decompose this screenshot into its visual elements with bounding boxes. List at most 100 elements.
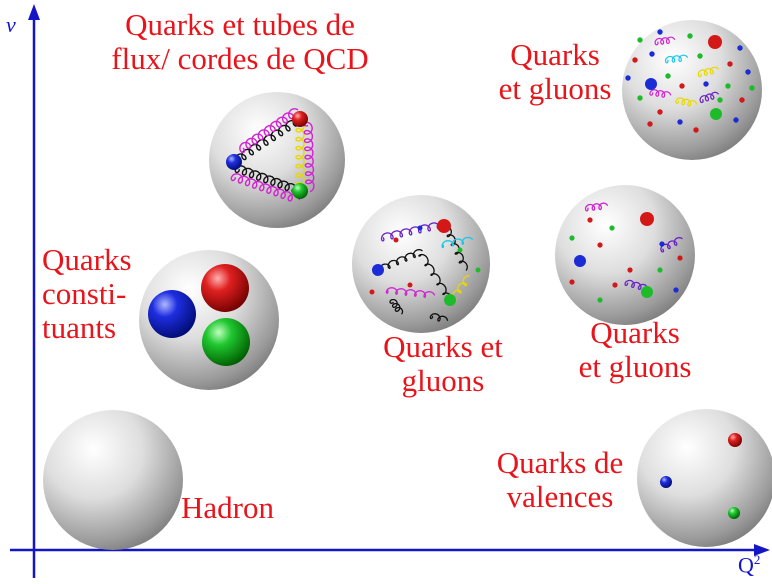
quark-dot	[647, 121, 653, 127]
quark-dot	[372, 264, 384, 276]
quark-dot	[612, 282, 618, 288]
gluon-line	[230, 173, 301, 202]
quark-dot	[697, 53, 703, 59]
quark-dot	[574, 255, 586, 267]
quark-dot	[657, 29, 663, 35]
quark-dot	[637, 95, 643, 101]
quark-green	[202, 318, 250, 366]
quark-red	[201, 264, 249, 312]
gluon-line	[660, 236, 683, 253]
quark-dot	[417, 225, 423, 231]
valence-quarks-sphere	[637, 409, 772, 547]
quark-dot	[457, 247, 463, 253]
quark-dot	[393, 237, 399, 243]
quark-dot	[569, 235, 575, 241]
quark-blue	[660, 476, 672, 488]
quark-green	[292, 183, 308, 199]
label-constituent-quarks: Quarks consti- tuants	[42, 242, 132, 345]
gluon-line	[233, 115, 304, 166]
constituent-quarks-sphere	[139, 250, 279, 390]
quark-dot	[645, 78, 657, 90]
label-quarks-gluons-middle: Quarks et gluons	[383, 329, 503, 398]
quark-dot	[657, 267, 663, 273]
gluon-line	[699, 91, 720, 104]
quark-red	[292, 111, 308, 127]
quark-dot	[475, 267, 481, 273]
quark-dot	[733, 117, 739, 123]
quark-dot	[587, 217, 593, 223]
quark-dot	[703, 81, 709, 87]
gluon-line	[389, 298, 404, 315]
y-axis-arrow	[28, 4, 40, 20]
quark-dot	[369, 289, 375, 295]
x-axis-arrow	[754, 544, 770, 556]
quark-dot	[665, 73, 671, 79]
quark-dot	[717, 97, 723, 103]
quark-dot	[597, 242, 603, 248]
gluon-line	[385, 287, 436, 298]
x-axis-label: Q2	[738, 552, 761, 578]
gluon-line	[234, 165, 305, 194]
axes	[10, 4, 770, 578]
quark-dot	[677, 119, 683, 125]
gluon-line	[239, 108, 299, 154]
quark-dot	[637, 37, 643, 43]
quarks-gluons-sphere-right	[555, 185, 695, 325]
quark-dot	[641, 286, 653, 298]
quark-dot	[437, 219, 451, 233]
gluon-line	[675, 97, 698, 107]
quark-dot	[745, 69, 751, 75]
quark-dot	[693, 127, 699, 133]
gluon-line	[380, 220, 449, 242]
quark-blue	[148, 290, 196, 338]
quark-dot	[749, 85, 755, 91]
quark-dot	[627, 267, 633, 273]
gluon-line	[654, 36, 676, 46]
quark-dot	[708, 35, 722, 49]
quarks-gluons-sphere-middle	[352, 195, 490, 333]
quark-dot	[444, 294, 456, 306]
quark-dot	[657, 109, 663, 115]
quark-green	[728, 507, 740, 519]
quark-dot	[632, 57, 638, 63]
label-valence-quarks: Quarks de valences	[496, 445, 624, 514]
quark-dot	[609, 225, 615, 231]
label-quarks-gluons-top: Quarks et gluons	[498, 37, 612, 106]
quark-dot	[739, 97, 745, 103]
gluon-line	[429, 313, 449, 322]
quarks-gluons-sphere-top	[622, 20, 762, 160]
quark-dot	[407, 282, 413, 288]
gluon-line	[441, 236, 474, 249]
quark-dot	[677, 255, 683, 261]
quark-dot	[597, 297, 603, 303]
gluon-line	[379, 249, 423, 273]
label-hadron: Hadron	[181, 490, 274, 525]
gluon-line	[649, 89, 672, 98]
gluon-line	[303, 121, 315, 193]
quark-dot	[725, 83, 731, 89]
quark-red	[728, 433, 742, 447]
y-axis-label: ν	[6, 12, 16, 37]
label-quarks-gluons-right: Quarks et gluons	[578, 315, 692, 384]
gluon-line	[418, 253, 453, 303]
gluon-line	[664, 54, 689, 64]
quark-dot	[659, 241, 665, 247]
quark-dot	[569, 279, 575, 285]
quark-dot	[737, 45, 743, 51]
quark-dot	[673, 287, 679, 293]
quark-dot	[625, 75, 631, 81]
quark-dot	[679, 83, 685, 89]
quark-dot	[649, 51, 655, 57]
quark-dot	[710, 108, 722, 120]
quark-dot	[640, 212, 654, 226]
gluon-line	[442, 225, 468, 271]
quark-blue	[226, 154, 242, 170]
gluon-line	[697, 66, 720, 78]
gluon-line	[624, 279, 649, 291]
label-flux-tubes: Quarks et tubes de flux/ cordes de QCD	[111, 7, 369, 76]
gluon-line	[295, 118, 305, 196]
quark-dot	[687, 33, 693, 39]
flux-tube-sphere	[209, 92, 345, 228]
gluon-line	[584, 202, 609, 212]
